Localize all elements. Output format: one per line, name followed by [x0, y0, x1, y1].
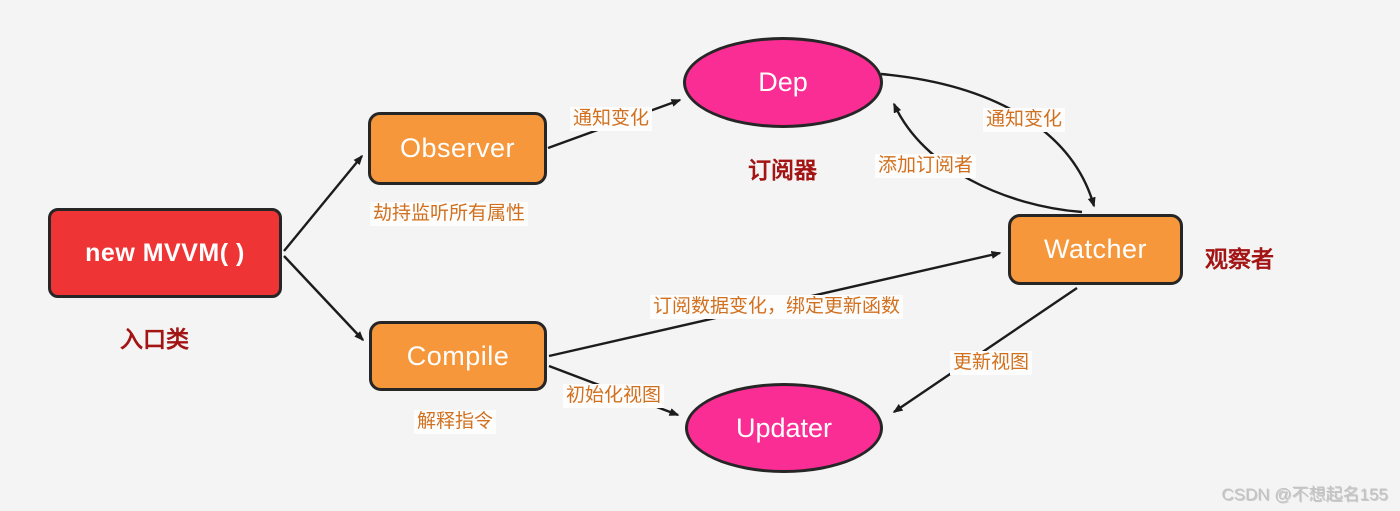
role-label-observer-role: 观察者	[1205, 246, 1274, 272]
arrow-watcher-to-updater	[892, 287, 1078, 413]
node-compile: Compile	[369, 321, 547, 391]
node-watcher: Watcher	[1008, 214, 1183, 285]
edge-label-init-view: 初始化视图	[563, 384, 665, 408]
node-new-mvvm: new MVVM( )	[48, 208, 282, 298]
arrow-mvvm-to-compile	[283, 255, 365, 342]
role-label-entry-class: 入口类	[120, 326, 189, 352]
node-observer-label: Observer	[399, 133, 516, 163]
annotation-compile-desc: 解释指令	[414, 410, 497, 434]
edge-label-notify-change-left: 通知变化	[570, 107, 653, 131]
node-observer: Observer	[368, 112, 547, 185]
node-updater-label: Updater	[735, 412, 833, 443]
edge-label-add-subscriber: 添加订阅者	[875, 154, 977, 178]
csdn-watermark: CSDN @不想起名155	[1221, 485, 1388, 504]
node-watcher-label: Watcher	[1043, 234, 1148, 264]
edge-label-notify-change-right: 通知变化	[983, 108, 1066, 132]
arrow-dep-to-watcher	[880, 72, 1096, 208]
node-dep: Dep	[683, 37, 883, 128]
node-compile-label: Compile	[406, 340, 510, 371]
edge-label-update-view: 更新视图	[950, 351, 1033, 375]
node-updater: Updater	[685, 383, 883, 473]
edge-label-subscribe-bind: 订阅数据变化，绑定更新函数	[650, 295, 904, 319]
role-label-subscriber: 订阅器	[748, 157, 817, 183]
arrow-watcher-to-dep	[892, 102, 1083, 214]
node-dep-label: Dep	[758, 67, 808, 97]
node-new-mvvm-label: new MVVM( )	[85, 238, 245, 267]
arrow-mvvm-to-observer	[283, 154, 363, 252]
annotation-observer-desc: 劫持监听所有属性	[370, 202, 529, 226]
